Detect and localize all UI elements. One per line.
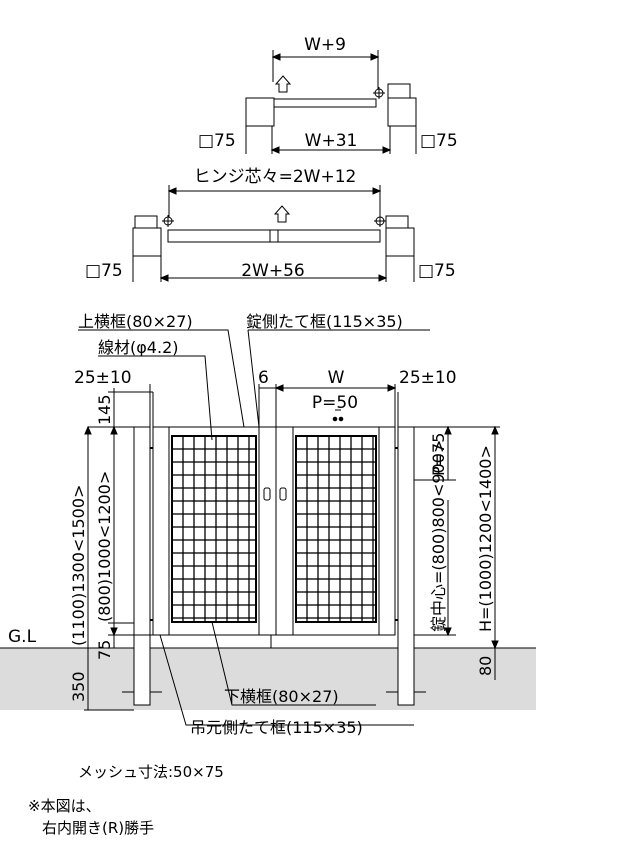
dim-h: H=(1000)1200<1400>	[476, 445, 495, 632]
note-line-2: 右内開き(R)勝手	[42, 819, 155, 837]
dim-hinge-center: ヒンジ芯々=2W+12	[194, 167, 357, 187]
dim-lock-center: 錠中心=(800)800<900>	[429, 440, 448, 632]
dim-gap-center: 6	[258, 368, 269, 388]
elevation-top-dims	[149, 384, 399, 427]
dim-80: 80	[476, 656, 495, 676]
post-size-left-2: □75	[85, 261, 123, 281]
mesh-size-note: メッシュ寸法:50×75	[78, 763, 224, 781]
label-top-rail: 上横框(80×27)	[78, 312, 193, 331]
leader-lines	[78, 329, 430, 726]
label-bottom-rail: 下横框(80×27)	[224, 687, 339, 706]
gate-elevation	[122, 416, 426, 706]
plan-single	[245, 50, 417, 154]
label-wire: 線材(φ4.2)	[98, 338, 179, 357]
dim-gap-right: 25±10	[399, 368, 457, 388]
label-hinge-stile: 吊元側たて框(115×35)	[190, 718, 363, 737]
dim-w31: W+31	[305, 131, 358, 151]
post-size-right-2: □75	[418, 261, 456, 281]
dim-145: 145	[95, 394, 114, 425]
ground-band	[0, 648, 536, 710]
label-lock-stile: 錠側たて框(115×35)	[246, 312, 403, 331]
dim-w9: W+9	[304, 35, 346, 55]
dim-gap-left: 25±10	[74, 368, 132, 388]
note-line-1: ※本図は、	[28, 797, 101, 815]
dim-height-outer: (1100)1300<1500>	[69, 485, 88, 646]
label-gl: G.L	[8, 627, 37, 647]
dim-width-w: W	[328, 368, 345, 388]
dim-2w56: 2W+56	[241, 261, 305, 281]
dim-75-left: 75	[95, 640, 114, 660]
dim-350: 350	[69, 671, 88, 702]
dim-pitch: P=50	[312, 393, 358, 413]
post-size-right-1: □75	[420, 131, 458, 151]
dim-height-inner: (800)1000<1200>	[95, 471, 114, 622]
elevation-right-dims	[414, 425, 500, 680]
elevation-left-dims	[84, 388, 153, 711]
dim-p75: P=75	[429, 433, 448, 476]
post-size-left-1: □75	[198, 131, 236, 151]
plan-double	[132, 185, 415, 282]
